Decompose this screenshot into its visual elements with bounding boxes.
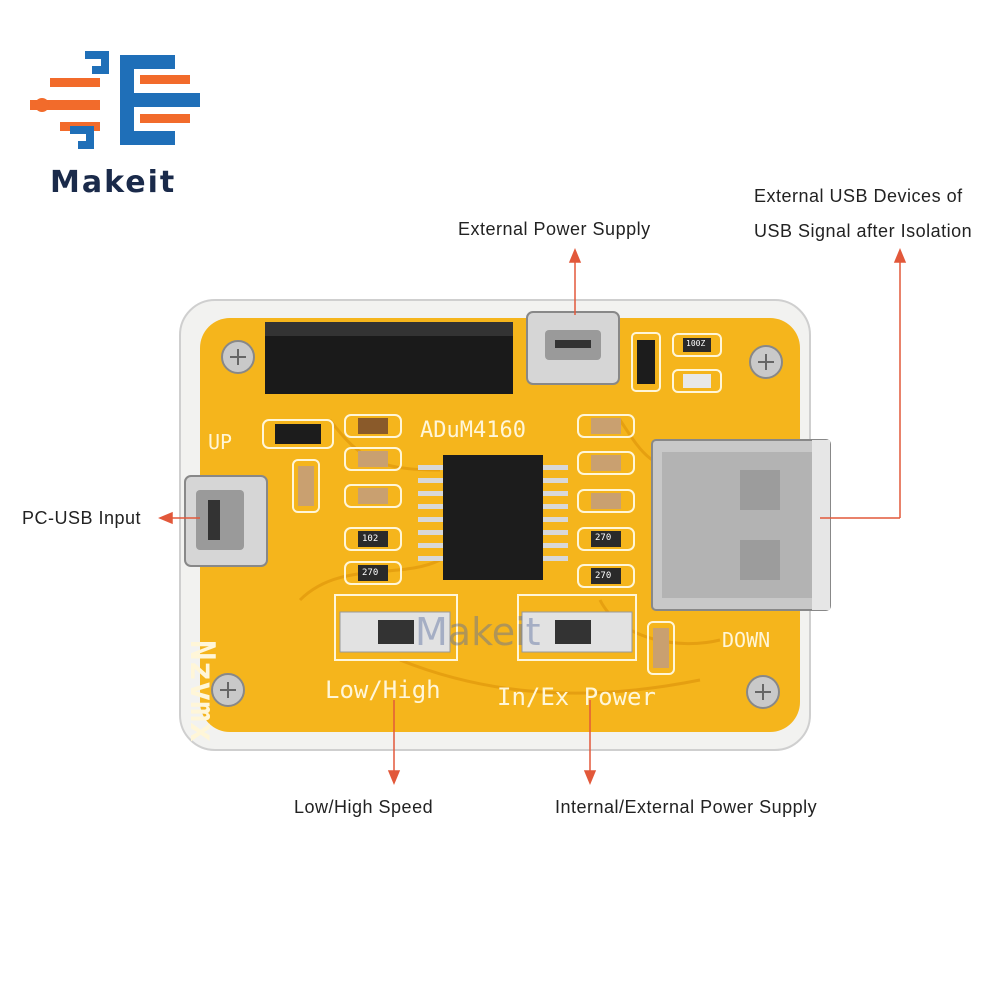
external-usb-label-line1: External USB Devices of [754,186,963,206]
resistor-code-1: 100Z [686,339,706,348]
in-ex-power-label: In/Ex Power [497,683,656,711]
chip-label: ADuM4160 [420,418,526,443]
low-high-speed-label: Low/High Speed [294,797,434,817]
down-label: DOWN [722,628,771,652]
resistor-code-2: 270 [362,568,379,578]
int-ext-power-label: Internal/External Power Supply [555,797,818,817]
resistor-code-4: 270 [595,571,612,581]
resistor-code-5: 102 [362,534,379,544]
brand-label: Nzvmx [182,640,222,743]
external-power-label: External Power Supply [458,219,651,239]
low-high-label: Low/High [325,676,441,704]
screw-icons [211,340,783,709]
pc-usb-label: PC-USB Input [22,508,142,528]
external-usb-label-line2: USB Signal after Isolation [754,221,973,241]
up-label: UP [208,430,233,454]
logo-text: Makeit [50,165,177,200]
resistor-code-3: 270 [595,533,612,543]
makeit-logo-icon [30,51,200,149]
watermark: Makeit [415,610,541,654]
